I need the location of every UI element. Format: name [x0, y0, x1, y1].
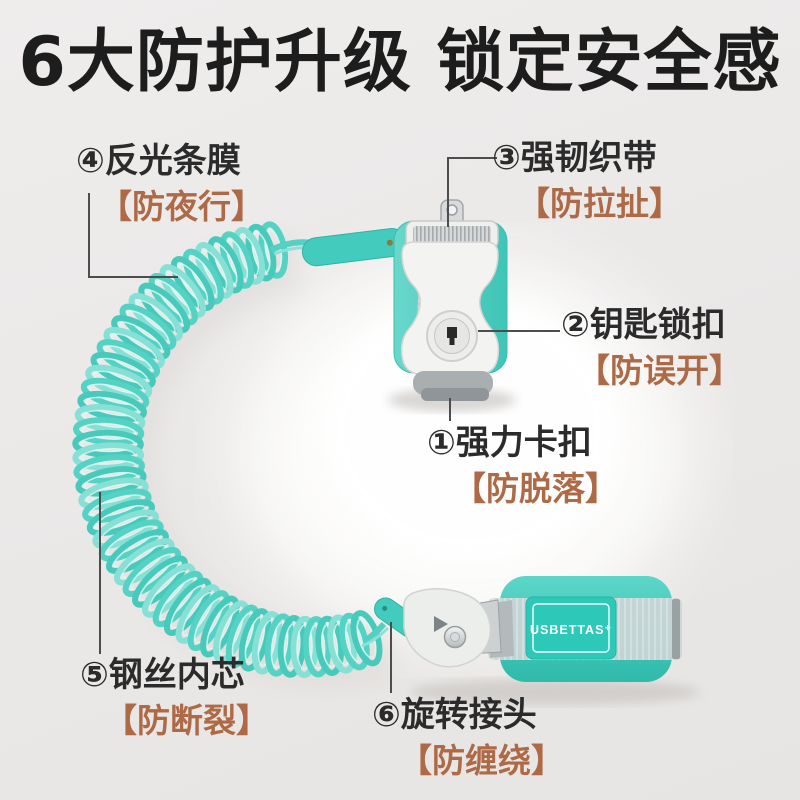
callout-6: ⑥旋转接头 【防缠绕】 — [372, 698, 564, 777]
callout-4: ④反光条膜 【防夜行】 — [76, 144, 264, 223]
callout-2: ②钥匙锁扣 【防误开】 — [561, 308, 742, 387]
brand-patch: USBETTAS⁺ — [525, 596, 617, 660]
callout-4-label: ④反光条膜 — [76, 141, 241, 181]
callout-5-label: ⑤钢丝内芯 — [80, 655, 245, 695]
key-lock — [426, 310, 478, 362]
webbing-end-cap — [672, 599, 680, 659]
callout-1-benefit: 【防脱落】 — [453, 469, 618, 508]
background-glow — [240, 260, 690, 640]
callout-3-benefit: 【防拉扯】 — [517, 184, 682, 223]
top-wristband-assembly — [269, 199, 516, 412]
rope-bottom — [364, 621, 387, 643]
callout-6-label: ⑥旋转接头 — [372, 695, 537, 735]
callout-1-label: ①强力卡扣 — [427, 423, 592, 463]
callout-line-3 — [447, 157, 497, 227]
keyhole-icon — [447, 327, 457, 345]
swivel-body — [403, 588, 492, 668]
bottom-assembly-shadow — [410, 679, 700, 705]
callout-5-benefit: 【防断裂】 — [104, 701, 269, 740]
swivel-arrow-icon — [434, 616, 448, 632]
page-title: 6大防护升级 锁定安全感 — [18, 23, 782, 102]
callout-line-4 — [88, 193, 178, 278]
callout-3: ③强韧织带 【防拉扯】 — [492, 141, 682, 220]
callout-lines — [88, 157, 560, 693]
callout-3-label: ③强韧织带 — [492, 138, 657, 178]
callout-1: ①强力卡扣 【防脱落】 — [427, 426, 618, 505]
reflective-sleeve — [301, 227, 407, 267]
strap-end-bottom — [421, 388, 489, 401]
callout-2-label: ②钥匙锁扣 — [561, 305, 726, 345]
rope-bottom-highlight — [361, 626, 390, 648]
callout-6-benefit: 【防缠绕】 — [399, 741, 564, 780]
callout-2-benefit: 【防误开】 — [577, 351, 742, 390]
swivel-connector — [403, 588, 514, 668]
bottom-wristband-assembly: USBETTAS⁺ — [361, 576, 700, 705]
brand-text: USBETTAS⁺ — [530, 623, 612, 637]
callout-5: ⑤钢丝内芯 【防断裂】 — [80, 658, 269, 737]
callout-4-benefit: 【防夜行】 — [99, 187, 264, 226]
